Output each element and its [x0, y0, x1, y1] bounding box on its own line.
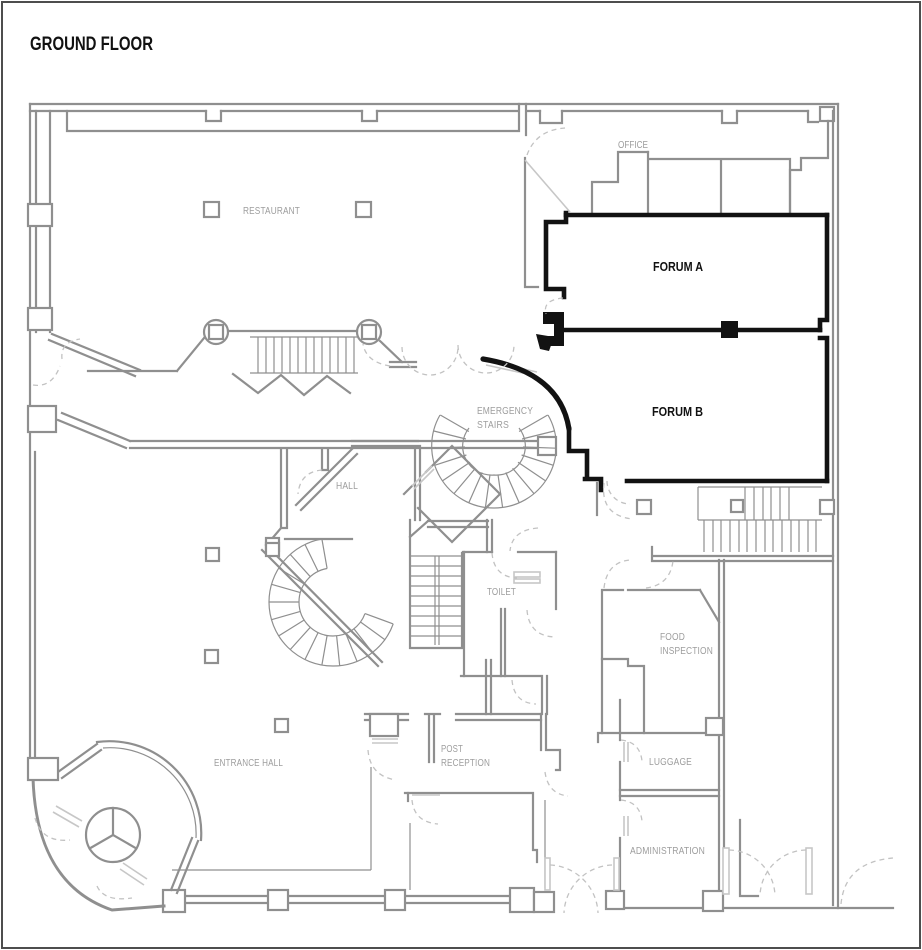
admin-luggage-walls [544, 558, 813, 913]
toilet-walls [459, 481, 653, 716]
office-walls [523, 150, 792, 289]
emergency-spiral-stairs [431, 360, 557, 509]
center-straight-stairs [408, 518, 490, 650]
entrance-hall-features [172, 541, 372, 871]
room-label-post-reception-line1: POST [441, 743, 463, 755]
revolving-door-icon [84, 806, 142, 864]
stairs-below-forum-b [650, 486, 836, 563]
outer-walls [26, 102, 895, 914]
column-black-square [721, 321, 738, 338]
column-square [202, 200, 221, 219]
room-label-food-inspection-line2: INSPECTION [660, 645, 713, 657]
forum-b-curved-wall [480, 356, 572, 432]
post-reception-walls [363, 712, 562, 890]
entrance-vestibule [26, 740, 203, 912]
room-label-restaurant: RESTAURANT [243, 205, 300, 217]
room-label-emergency-stairs-line2: STAIRS [477, 419, 509, 431]
forum-bold-walls [480, 210, 830, 493]
column-square [354, 200, 373, 219]
circled-columns [202, 318, 383, 346]
restaurant-stairs [231, 336, 358, 397]
door-swing-arcs [32, 127, 894, 914]
room-label-luggage: LUGGAGE [649, 756, 692, 768]
restaurant-walls [47, 200, 418, 378]
room-label-toilet: TOILET [487, 586, 516, 598]
room-label-forum-b: FORUM B [652, 405, 703, 419]
central-spiral-stairs [260, 536, 394, 668]
page-title: GROUND FLOOR [30, 34, 153, 55]
hall-walls [268, 439, 422, 543]
long-wall [56, 411, 558, 457]
room-label-administration: ADMINISTRATION [630, 845, 705, 857]
room-label-forum-a: FORUM A [653, 260, 703, 274]
room-label-food-inspection-line1: FOOD [660, 631, 685, 643]
room-label-hall: HALL [336, 480, 358, 492]
room-label-office: OFFICE [618, 140, 648, 151]
food-inspection-walls [600, 588, 721, 735]
room-label-post-reception-line2: RECEPTION [441, 757, 490, 769]
room-label-entrance-hall: ENTRANCE HALL [214, 757, 283, 769]
room-label-emergency-stairs-line1: EMERGENCY [477, 405, 533, 417]
